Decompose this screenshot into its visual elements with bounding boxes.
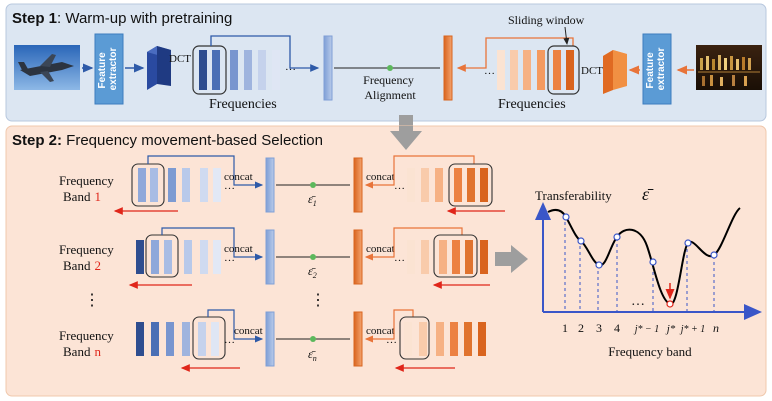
concat-label-n-left: concat xyxy=(234,325,263,337)
tick-label-4: 4 xyxy=(614,321,620,335)
frequency-alignment-label: Frequency Alignment xyxy=(363,73,417,102)
tick-label-n: n xyxy=(713,321,719,335)
step1-panel: Step 1: Warm-up with pretraining Feature… xyxy=(5,3,767,122)
concat-label-n-right: concat xyxy=(366,325,395,337)
tick-label-3: 3 xyxy=(596,321,602,335)
window-box-left xyxy=(192,45,227,95)
plot-xlabel: Frequency band xyxy=(608,344,692,359)
eps-label-2: ε̄2 xyxy=(308,264,317,280)
svg-text:…: … xyxy=(224,252,235,264)
dct-label-right: DCT xyxy=(581,65,603,77)
step2-background xyxy=(5,125,767,397)
concat-label-1-left: concat xyxy=(224,171,253,183)
feature-extractor-right: Feature extractor xyxy=(642,33,672,105)
svg-text:…: … xyxy=(224,180,235,192)
plot-dashed-guides xyxy=(564,216,715,312)
eps-label-1: ε̄1 xyxy=(308,192,317,208)
plot-tick-labels: 1 2 3 4 j* − 1 j* j* + 1 n xyxy=(562,321,719,335)
tick-label-2: 2 xyxy=(578,321,584,335)
vdots-eps: ⋮ xyxy=(310,292,326,309)
tick-label-jplus1: j* + 1 xyxy=(679,324,706,335)
arrow-bars-to-feature-right xyxy=(456,37,574,72)
plot-ylabel: Transferability xyxy=(535,188,612,203)
window-box-right xyxy=(547,45,580,95)
step2-panel: Step 2: Frequency movement-based Selecti… xyxy=(5,125,767,397)
dct-label-left: DCT xyxy=(169,53,191,65)
transferability-plot: Transferability ε̄ xyxy=(535,184,762,359)
feature-cube-right xyxy=(603,50,627,94)
svg-text:Feature extractor: Feature extractor xyxy=(645,48,667,91)
concat-label-2-left: concat xyxy=(224,243,253,255)
feature-cube-left xyxy=(147,46,171,90)
svg-text:…: … xyxy=(394,180,405,192)
vdots-labels: ⋮ xyxy=(84,292,100,309)
sliding-window-label: Sliding window xyxy=(508,13,585,27)
frequencies-label-right: Frequencies xyxy=(498,97,566,112)
step2-title: Step 2: Frequency movement-based Selecti… xyxy=(12,132,323,149)
gray-right-arrow xyxy=(495,245,528,273)
svg-text:…: … xyxy=(386,334,397,346)
plot-ellipsis: … xyxy=(631,294,645,309)
step1-title: Step 1: Warm-up with pretraining xyxy=(12,10,232,27)
aggregated-feature-left xyxy=(323,35,333,101)
concat-label-1-right: concat xyxy=(366,171,395,183)
sliding-window-pointer xyxy=(563,26,570,45)
eps-label-n: ε̄n xyxy=(308,347,317,363)
svg-text:…: … xyxy=(484,65,495,77)
target-image-bar xyxy=(696,45,762,90)
tick-label-1: 1 xyxy=(562,321,568,335)
feature-extractor-left: Feature extractor xyxy=(94,33,124,105)
tick-label-jminus1: j* − 1 xyxy=(633,324,660,335)
step1-background xyxy=(5,3,767,122)
frequencies-label-left: Frequencies xyxy=(209,97,277,112)
svg-text:…: … xyxy=(394,252,405,264)
transferability-curve xyxy=(547,207,741,306)
aggregated-feature-right xyxy=(443,35,453,101)
frequency-bars-right: … xyxy=(484,45,580,95)
svg-text:Feature extractor: Feature extractor xyxy=(97,48,119,91)
arrow-bars-to-feature-left xyxy=(210,35,320,72)
plot-markers xyxy=(562,213,718,308)
svg-text:…: … xyxy=(224,334,235,346)
concat-label-2-right: concat xyxy=(366,243,395,255)
tick-label-jstar: j* xyxy=(665,323,676,335)
alignment-dot xyxy=(387,65,393,71)
source-image-aircraft xyxy=(14,45,80,90)
